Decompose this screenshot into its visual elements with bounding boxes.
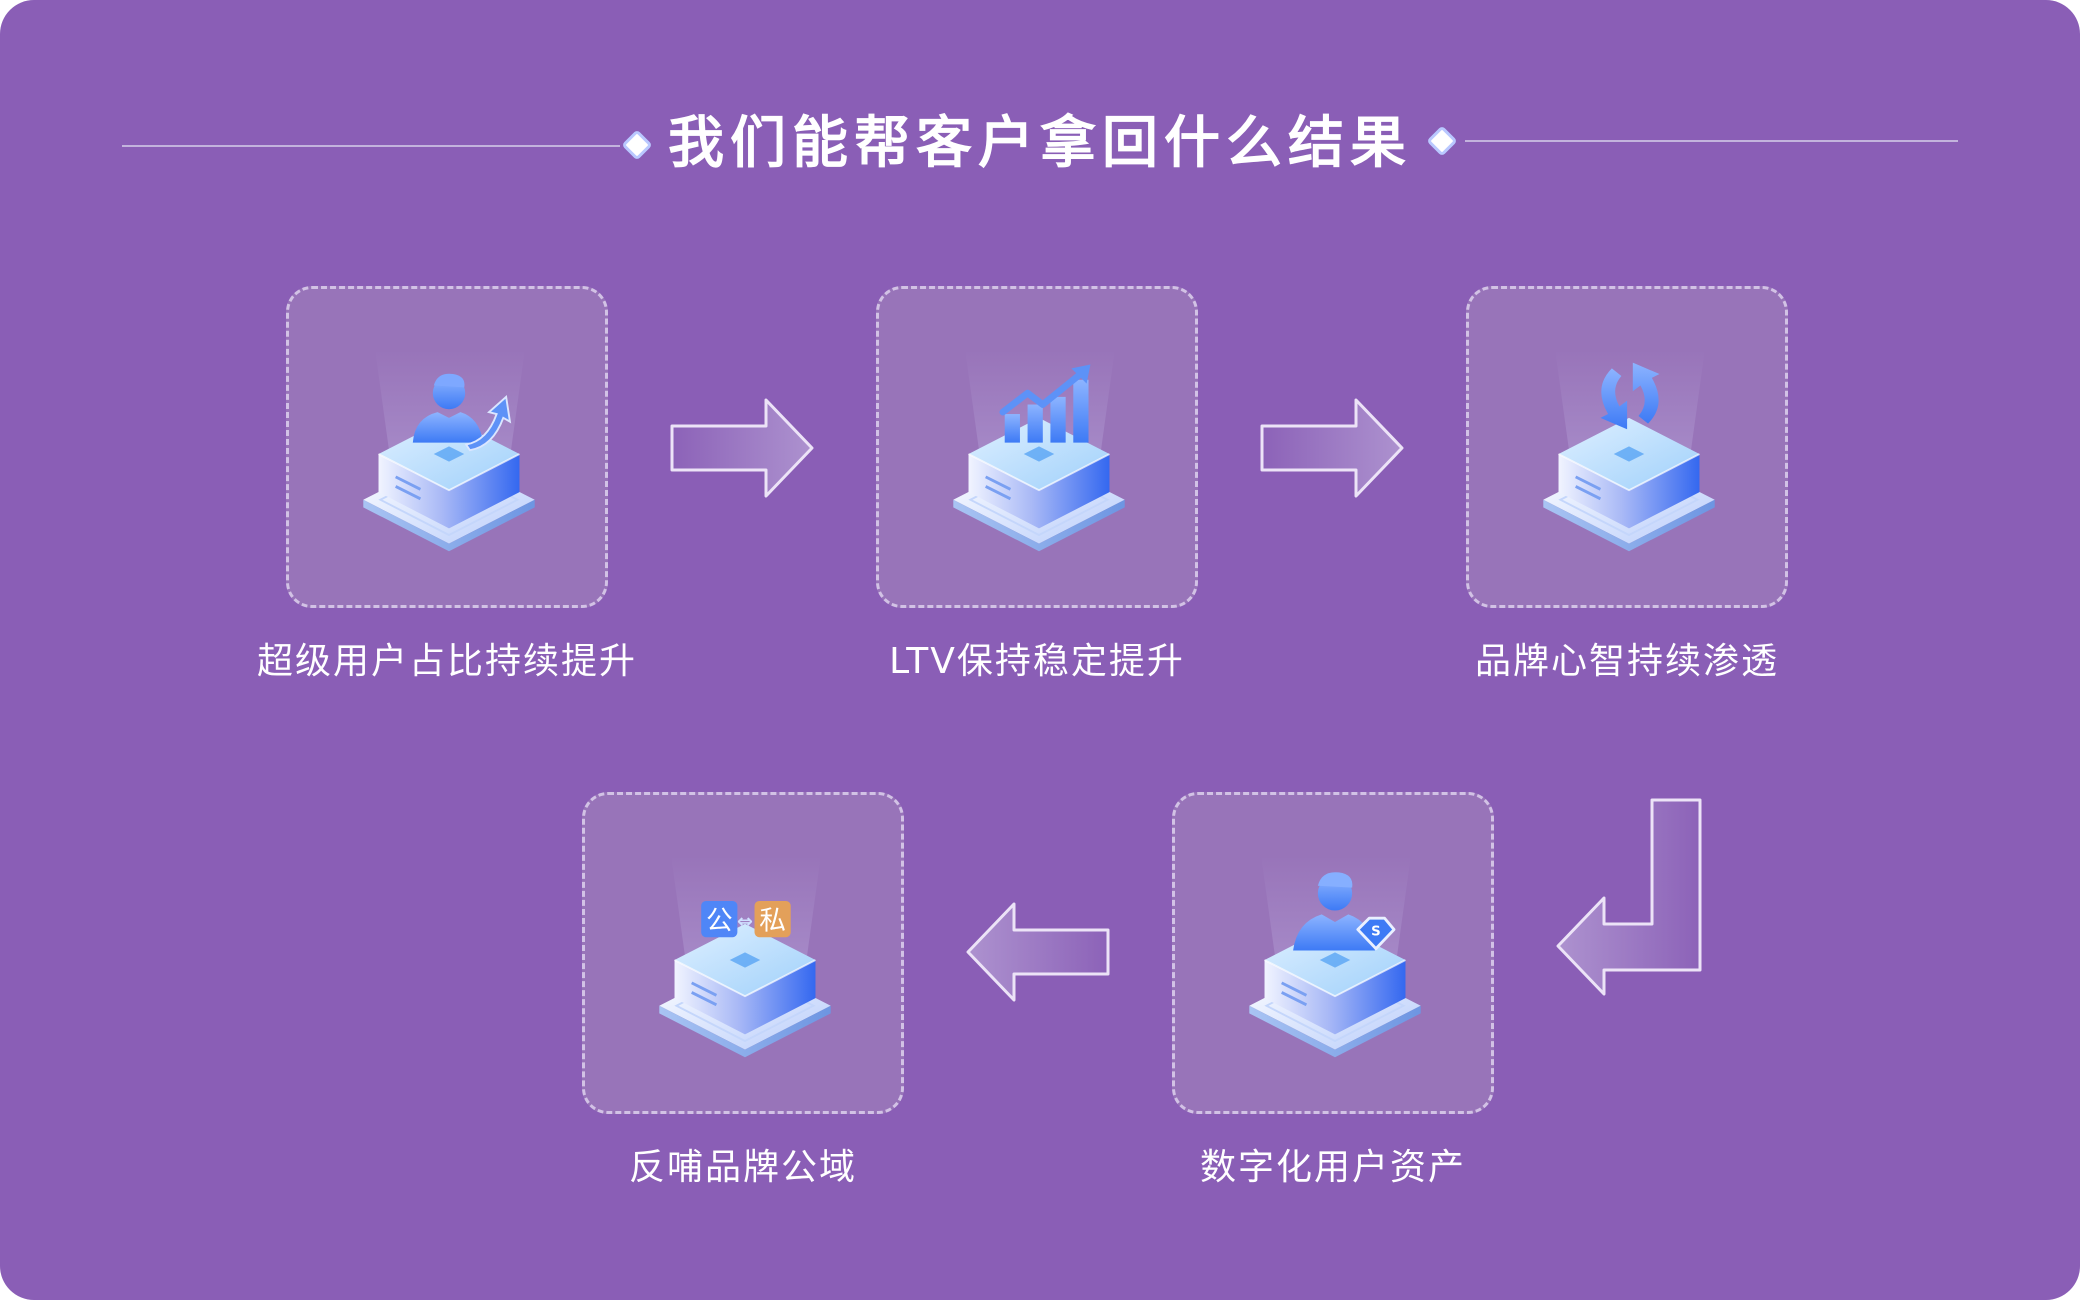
title-divider-right	[1465, 140, 1958, 142]
arrow-right-icon	[1260, 398, 1404, 498]
page-title: 我们能帮客户拿回什么结果	[668, 111, 1412, 176]
arrow-left-icon	[966, 902, 1110, 1002]
diamond-ornament-left-icon	[621, 129, 653, 161]
arrow-right-icon	[670, 398, 814, 498]
bar-chart-up-icon	[951, 364, 1127, 553]
user-growth-icon	[361, 373, 537, 553]
step-label-5: 反哺品牌公域	[628, 1147, 857, 1188]
step-label-1: 超级用户占比持续提升	[256, 641, 637, 682]
private-badge: 私	[759, 906, 786, 937]
step-label-3: 品牌心智持续渗透	[1474, 641, 1779, 682]
public-private-exchange-icon: 公 ⇔ 私	[657, 901, 833, 1059]
step-card-5: 公 ⇔ 私	[582, 792, 904, 1114]
title-divider-left	[122, 145, 620, 147]
arrow-down-left-icon	[1556, 798, 1702, 996]
diamond-ornament-right-icon	[1426, 125, 1458, 157]
diamond-badge-letter: S	[1371, 924, 1381, 939]
step-card-1	[286, 286, 608, 608]
refresh-cycle-icon	[1541, 362, 1717, 553]
title-bar: 我们能帮客户拿回什么结果	[0, 100, 2080, 190]
step-card-2	[876, 286, 1198, 608]
step-card-4: S	[1172, 792, 1494, 1114]
user-diamond-icon: S	[1247, 872, 1423, 1059]
public-badge: 公	[706, 906, 733, 937]
step-label-2: LTV保持稳定提升	[889, 641, 1185, 682]
step-label-4: 数字化用户资产	[1199, 1147, 1466, 1188]
exchange-arrow-icon: ⇔	[737, 911, 753, 933]
step-card-3	[1466, 286, 1788, 608]
